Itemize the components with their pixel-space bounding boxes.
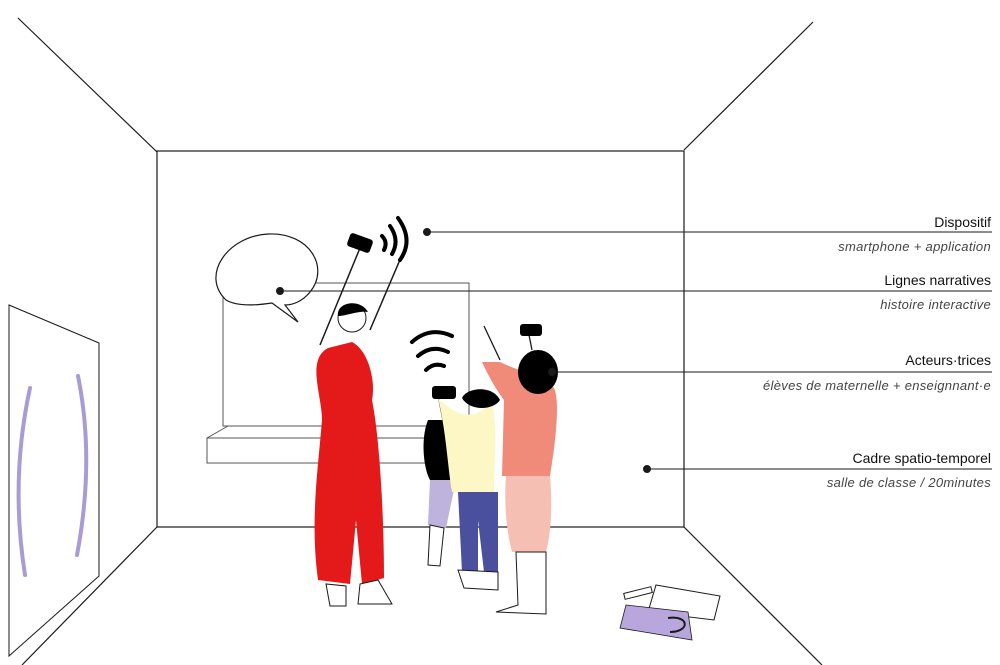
- smartphone-icon: [346, 232, 373, 253]
- annotation-subtitle-dispositif: smartphone + application: [838, 239, 991, 254]
- annotation-title-dispositif: Dispositif: [934, 214, 991, 230]
- annotation-subtitle-cadre: salle de classe / 20minutes: [827, 475, 991, 490]
- annotation-subtitle-acteurs: élèves de maternelle + enseignnant·e: [763, 378, 991, 393]
- annotation-subtitle-lignes-narratives: histoire interactive: [880, 297, 991, 312]
- pencil-icon: [624, 587, 653, 600]
- floor-items: [620, 585, 720, 640]
- room-outline: [18, 18, 822, 665]
- wifi-signal-icon: [412, 332, 452, 370]
- annotation-title-acteurs: Acteurs·trices: [905, 352, 991, 368]
- speech-bubble-icon: [216, 234, 318, 322]
- annotation-title-cadre: Cadre spatio-temporel: [852, 450, 991, 466]
- whiteboard: [9, 305, 99, 656]
- wifi-signal-icon: [382, 218, 407, 260]
- annotation-title-lignes-narratives: Lignes narratives: [884, 272, 991, 288]
- annotation-leaders: [277, 229, 993, 473]
- teacher-figure: [315, 218, 407, 606]
